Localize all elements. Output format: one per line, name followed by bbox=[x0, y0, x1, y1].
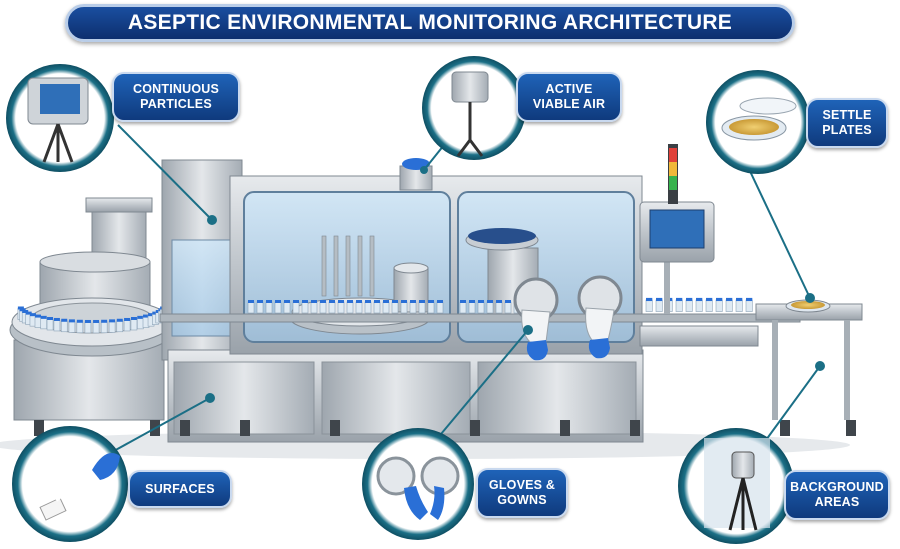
label-text: BACKGROUND AREAS bbox=[790, 480, 884, 509]
label-continuous-particles: CONTINUOUS PARTICLES bbox=[112, 72, 240, 122]
label-text: ACTIVE VIABLE AIR bbox=[532, 82, 606, 111]
surfaces-inset bbox=[12, 426, 128, 542]
page-title: ASEPTIC ENVIRONMENTAL MONITORING ARCHITE… bbox=[127, 11, 733, 34]
filling-needles bbox=[321, 235, 375, 297]
label-gloves-gowns: GLOVES & GOWNS bbox=[476, 468, 568, 518]
background-areas-inset bbox=[678, 428, 794, 544]
label-text: CONTINUOUS PARTICLES bbox=[132, 82, 220, 111]
glove-ports bbox=[513, 275, 623, 361]
isolator-tower bbox=[161, 159, 243, 361]
label-background-areas: BACKGROUND AREAS bbox=[784, 470, 890, 520]
leader-endpoints bbox=[205, 166, 825, 403]
label-settle-plates: SETTLE PLATES bbox=[806, 98, 888, 148]
label-text: SETTLE PLATES bbox=[822, 108, 872, 137]
particle-counter-inset bbox=[6, 64, 114, 172]
title-banner: ASEPTIC ENVIRONMENTAL MONITORING ARCHITE… bbox=[65, 4, 795, 42]
label-surfaces: SURFACES bbox=[128, 470, 232, 508]
hmi-panel bbox=[639, 144, 715, 314]
label-text: GLOVES & GOWNS bbox=[488, 478, 556, 507]
label-active-viable-air: ACTIVE VIABLE AIR bbox=[516, 72, 622, 122]
gloves-gowns-inset bbox=[362, 428, 474, 540]
active-air-inset bbox=[422, 56, 526, 160]
leader-lines bbox=[111, 124, 821, 453]
conveyor-vials bbox=[247, 297, 753, 314]
active-air-sampler-head bbox=[399, 158, 433, 191]
side-table bbox=[755, 299, 863, 420]
label-text: SURFACES bbox=[145, 481, 215, 496]
settle-plates-inset bbox=[706, 70, 810, 174]
